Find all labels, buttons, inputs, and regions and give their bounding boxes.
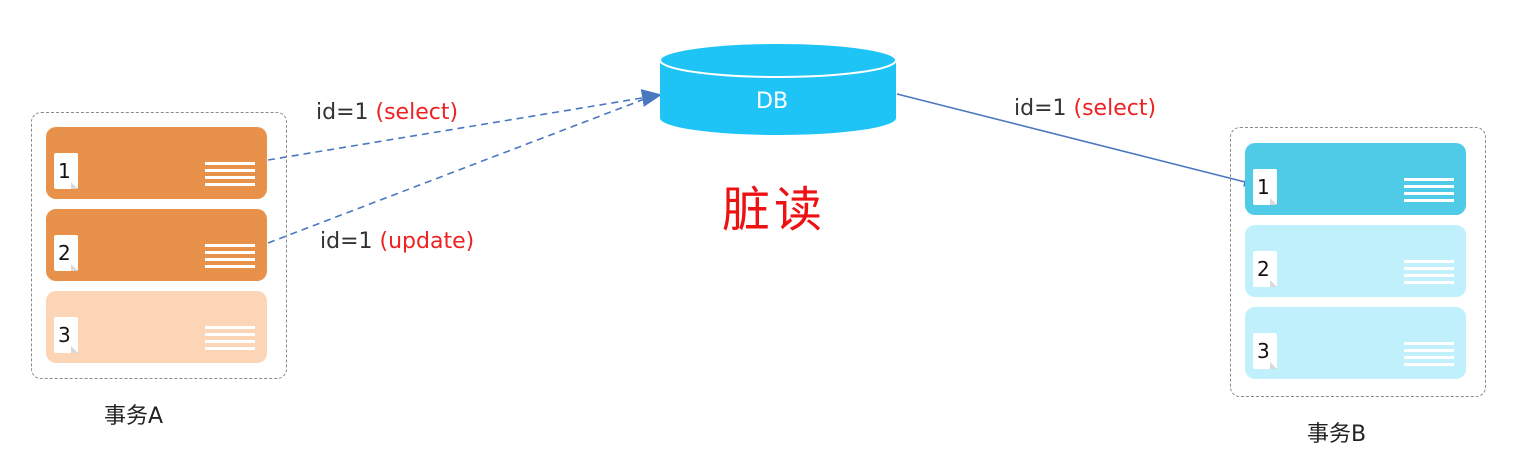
transaction-a-row-2: 2: [46, 209, 267, 281]
list-lines-icon: [1404, 342, 1454, 368]
transaction-a-label: 事务A: [104, 404, 164, 429]
label-b-select-prefix: id=1: [1014, 96, 1074, 121]
row-number-badge: 2: [1253, 251, 1277, 287]
row-number-badge: 3: [54, 317, 78, 353]
transaction-b-row-2: 2: [1245, 225, 1466, 297]
transaction-b-label: 事务B: [1307, 422, 1367, 447]
label-a-select-prefix: id=1: [316, 100, 376, 125]
label-b-select: id=1 (select): [1014, 96, 1156, 121]
list-lines-icon: [205, 326, 255, 352]
transaction-a-row-3: 3: [46, 291, 267, 363]
row-number-badge: 3: [1253, 333, 1277, 369]
arrow-a-update: [267, 94, 656, 244]
label-a-update: id=1 (update): [320, 229, 474, 254]
transaction-a-box: [31, 112, 287, 379]
label-a-update-op: (update): [379, 229, 475, 254]
transaction-b-row-1: 1: [1245, 143, 1466, 215]
db-cylinder: [659, 42, 897, 135]
list-lines-icon: [1404, 260, 1454, 286]
label-a-select-op: (select): [375, 100, 459, 125]
arrow-a-select: [267, 89, 662, 161]
label-b-select-op: (select): [1073, 96, 1157, 121]
dirty-read-title: 脏读: [722, 182, 827, 238]
label-a-update-prefix: id=1: [320, 229, 380, 254]
list-lines-icon: [1404, 178, 1454, 204]
label-a-select: id=1 (select): [316, 100, 458, 125]
row-number-badge: 1: [1253, 169, 1277, 205]
transaction-b-box: [1230, 127, 1486, 397]
db-label: DB: [756, 89, 789, 114]
transaction-a-row-1: 1: [46, 127, 267, 199]
arrow-b-select: [896, 93, 1254, 187]
row-number-badge: 1: [54, 153, 78, 189]
list-lines-icon: [205, 244, 255, 270]
list-lines-icon: [205, 162, 255, 188]
transaction-b-row-3: 3: [1245, 307, 1466, 379]
row-number-badge: 2: [54, 235, 78, 271]
